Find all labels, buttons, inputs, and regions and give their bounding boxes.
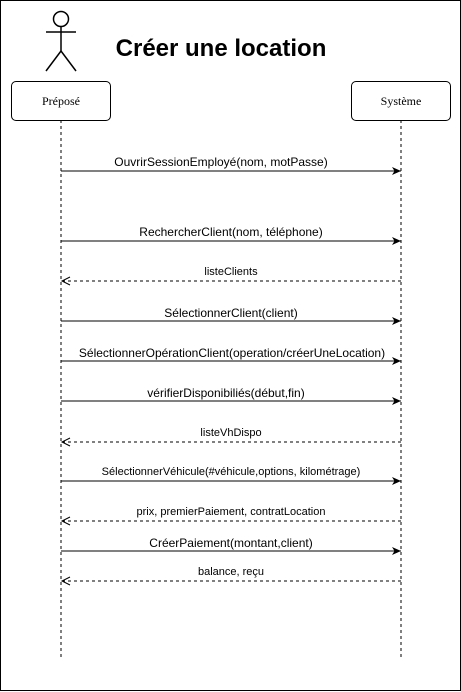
- message-label: RechercherClient(nom, téléphone): [139, 225, 323, 239]
- participant-prepose: Préposé: [11, 81, 111, 121]
- open-arrowhead: [60, 576, 71, 586]
- message-label: CréerPaiement(montant,client): [149, 536, 313, 550]
- message-label: listeClients: [204, 266, 258, 278]
- open-arrowhead: [60, 276, 71, 286]
- message-label: vérifierDisponibiliés(début,fin): [147, 386, 305, 400]
- message-label: SélectionnerClient(client): [164, 306, 298, 320]
- actor-stick-figure-icon: [45, 10, 77, 72]
- participant-label: Système: [380, 93, 422, 108]
- open-arrowhead: [60, 437, 71, 447]
- message-label: SélectionnerOpérationClient(operation/cr…: [78, 346, 386, 360]
- message-arrows: [60, 167, 401, 586]
- participant-systeme: Système: [351, 81, 451, 121]
- message-label: SélectionnerVéhicule(#véhicule,options, …: [101, 466, 361, 478]
- message-label: OuvrirSessionEmployé(nom, motPasse): [114, 155, 328, 169]
- message-label: balance, reçu: [197, 566, 265, 578]
- participant-label: Préposé: [42, 93, 80, 108]
- open-arrowhead: [60, 516, 71, 526]
- diagram-title: Créer une location: [115, 35, 327, 62]
- message-label: listeVhDispo: [200, 427, 262, 439]
- message-label: prix, premierPaiement, contratLocation: [136, 506, 326, 518]
